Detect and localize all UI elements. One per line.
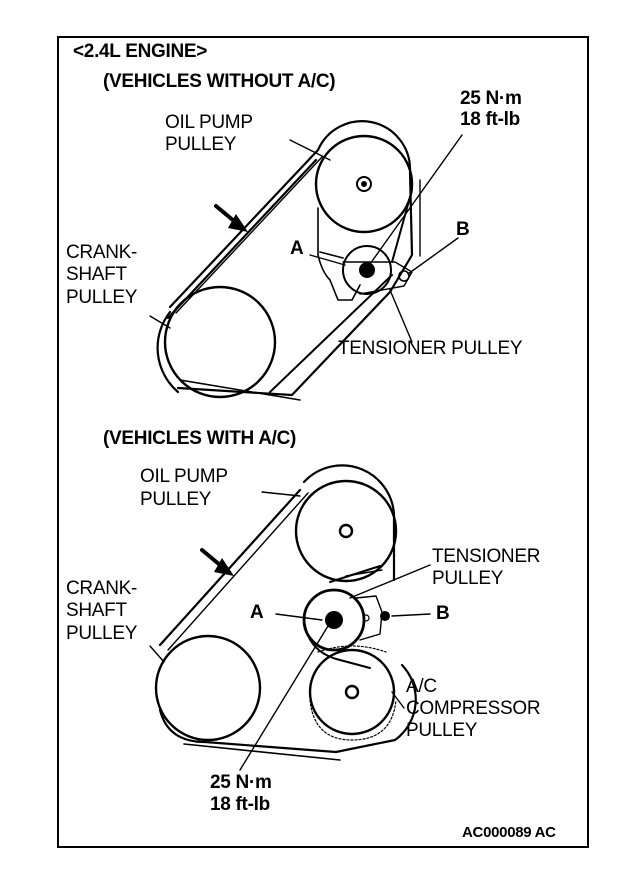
- top-label-a: A: [290, 238, 304, 259]
- top-crankshaft-pulley: [163, 285, 277, 399]
- bottom-heading: (VEHICLES WITH A/C): [103, 428, 297, 449]
- bottom-belt: [158, 488, 417, 754]
- top-crank-label-3: PULLEY: [66, 287, 138, 308]
- oil-pump-housing: [317, 207, 361, 301]
- top-tensioner-pulley: [342, 245, 392, 295]
- bottom-crank-label-1: CRANK-: [66, 578, 138, 599]
- engine-title: <2.4L ENGINE>: [73, 41, 208, 62]
- top-crank-label-1: CRANK-: [66, 242, 138, 263]
- bottom-label-a: A: [250, 602, 264, 623]
- top-torque-leader: [369, 134, 463, 265]
- bottom-ac-label-3: PULLEY: [406, 720, 478, 741]
- top-oil-pump-label-2: PULLEY: [165, 134, 237, 155]
- top-oil-pump-pulley: [314, 134, 414, 234]
- bottom-oil-pump-label-1: OIL PUMP: [140, 466, 228, 487]
- bottom-ac-compressor-pulley: [308, 648, 396, 736]
- bottom-crank-label-2: SHAFT: [66, 600, 127, 621]
- top-tensioner-bracket: [342, 261, 413, 295]
- bottom-torque-leader: [239, 625, 329, 771]
- top-diagram: [149, 120, 463, 401]
- top-crank-label-2: SHAFT: [66, 264, 127, 285]
- top-label-b: B: [456, 219, 470, 240]
- figure-code: AC000089 AC: [462, 824, 556, 841]
- bottom-ac-label-1: A/C: [406, 676, 437, 697]
- top-belt: [166, 158, 414, 397]
- bottom-oil-pump-label-2: PULLEY: [140, 489, 212, 510]
- top-torque-nm: 25 N·m: [460, 88, 522, 109]
- bottom-ac-label-2: COMPRESSOR: [406, 698, 541, 719]
- top-heading: (VEHICLES WITHOUT A/C): [103, 71, 336, 92]
- bottom-crankshaft-pulley: [154, 634, 262, 742]
- bottom-torque-nm: 25 N·m: [210, 772, 272, 793]
- top-torque-ftlb: 18 ft-lb: [460, 109, 520, 130]
- bottom-crank-label-3: PULLEY: [66, 623, 138, 644]
- top-oil-pump-label-1: OIL PUMP: [165, 112, 253, 133]
- bottom-label-b: B: [436, 603, 450, 624]
- bottom-tensioner-label-1: TENSIONER: [432, 546, 541, 567]
- bottom-diagram: [149, 464, 431, 771]
- figure-frame: [57, 36, 589, 848]
- bottom-torque-ftlb: 18 ft-lb: [210, 794, 270, 815]
- bottom-tensioner-label-2: PULLEY: [432, 568, 504, 589]
- bottom-oil-pump-pulley: [294, 479, 398, 583]
- top-tensioner-label: TENSIONER PULLEY: [338, 338, 523, 359]
